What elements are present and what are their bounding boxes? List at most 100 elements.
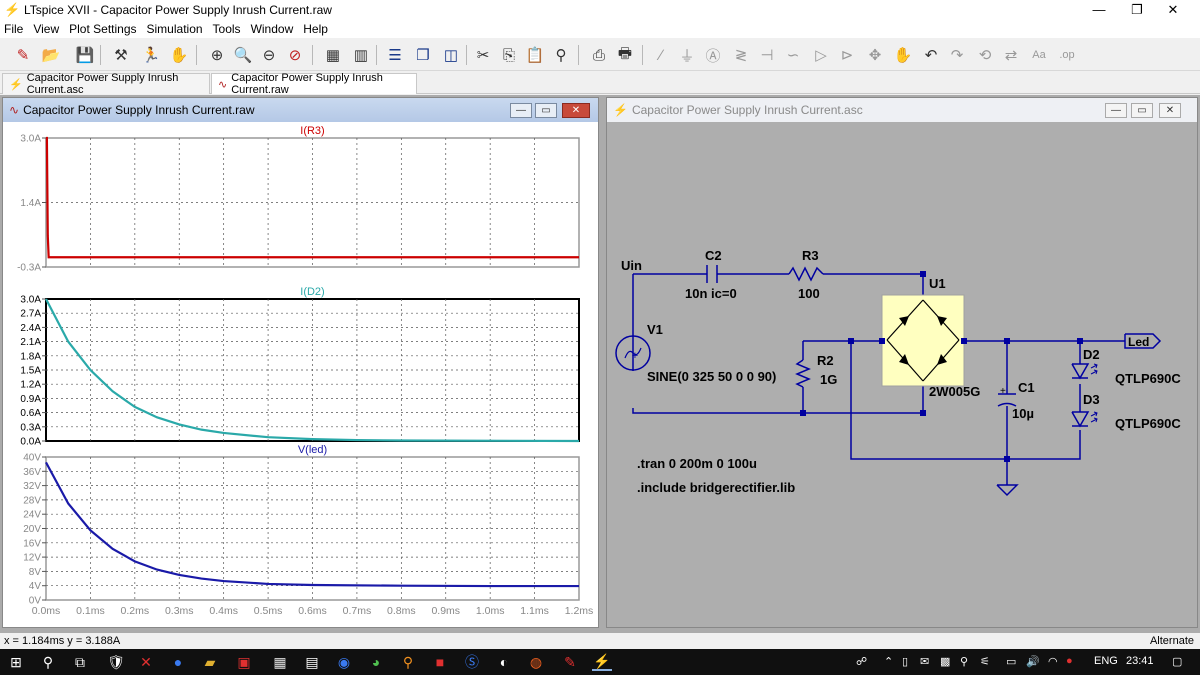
pdf-icon[interactable]: ▣ xyxy=(237,653,251,670)
calendar-icon[interactable]: ▤ xyxy=(305,653,319,670)
calculator-icon[interactable]: ▦ xyxy=(273,653,287,670)
browser-icon[interactable]: ● xyxy=(173,654,183,670)
zoom-area-icon[interactable]: 🔍 xyxy=(233,47,253,64)
menu-window[interactable]: Window xyxy=(250,22,294,36)
capacitor-icon[interactable]: ⊣ xyxy=(760,47,774,64)
mail-icon[interactable]: ◐ xyxy=(499,654,509,670)
schematic-close-button[interactable]: ✕ xyxy=(1159,103,1181,118)
tray-signal-icon[interactable]: ⚟ xyxy=(980,656,990,668)
trace-line[interactable] xyxy=(45,461,579,588)
zoom-cancel-icon[interactable]: ⊘ xyxy=(288,47,302,64)
label-net-icon[interactable]: Ⓐ xyxy=(705,47,721,65)
resistor-icon[interactable]: ≷ xyxy=(734,47,748,64)
network-app-icon[interactable]: ◉ xyxy=(337,653,351,670)
tray-app-icon[interactable]: ▩ xyxy=(940,656,951,668)
trace-line[interactable] xyxy=(45,298,580,443)
plot-close-button[interactable]: ✕ xyxy=(562,103,590,118)
folder-icon[interactable]: ▰ xyxy=(204,653,216,670)
start-icon[interactable]: ⊞ xyxy=(10,653,22,670)
language-indicator[interactable]: ENG xyxy=(1094,655,1118,667)
media-icon[interactable]: ■ xyxy=(435,654,445,670)
ground-icon[interactable]: ⏚ xyxy=(679,47,695,65)
tray-usb-icon[interactable]: ▯ xyxy=(902,656,909,668)
tray-search-icon[interactable]: ⚲ xyxy=(960,656,969,668)
bridge-rectifier-u1[interactable] xyxy=(881,294,965,387)
shield-icon[interactable]: 🛡 xyxy=(107,653,125,670)
search-app-icon[interactable]: ⚲ xyxy=(402,653,414,670)
minimize-button[interactable]: — xyxy=(1092,2,1106,17)
trace-title[interactable]: I(D2) xyxy=(300,286,324,298)
security-icon[interactable]: ● xyxy=(1066,655,1073,667)
tab-waveform[interactable]: ∿ Capacitor Power Supply Inrush Current.… xyxy=(211,72,417,96)
tray-mail-icon[interactable]: ✉ xyxy=(920,656,930,668)
cut-icon[interactable]: ✂ xyxy=(476,47,490,64)
menu-tools[interactable]: Tools xyxy=(212,22,241,36)
print-preview-icon[interactable]: ⎙ xyxy=(592,46,605,64)
drag-icon[interactable]: ✋ xyxy=(893,47,913,64)
waveform-plot[interactable]: 3.0A1.4A-0.3AI(R3) 3.0A2.7A2.4A2.1A1.8A1… xyxy=(3,122,598,627)
schematic-canvas[interactable]: Uin C2 10n ic=0 R3 100 U1 2W005G V1 SINE… xyxy=(607,122,1197,627)
run-icon[interactable]: 🏃 xyxy=(141,47,161,64)
pane-i-r3[interactable]: 3.0A1.4A-0.3AI(R3) xyxy=(17,125,580,274)
new-schematic-icon[interactable]: ✎ xyxy=(16,47,30,64)
trace-title[interactable]: V(led) xyxy=(298,444,327,456)
undo-icon[interactable]: ↶ xyxy=(924,47,938,64)
restore-button[interactable]: ❐ xyxy=(1131,2,1143,17)
skype-icon[interactable]: Ⓢ xyxy=(465,654,479,670)
component-icon[interactable]: ⊳ xyxy=(840,47,854,64)
plot-minimize-button[interactable]: — xyxy=(510,103,532,118)
tray-chevron-icon[interactable]: ⌃ xyxy=(884,656,894,668)
schematic-window-titlebar[interactable]: ⚡ Capacitor Power Supply Inrush Current.… xyxy=(607,98,1197,122)
search-icon[interactable]: ⚲ xyxy=(42,653,54,670)
plot-maximize-button[interactable]: ▭ xyxy=(535,103,557,118)
mirror-icon[interactable]: ⇄ xyxy=(1004,47,1018,64)
print-icon[interactable]: 🖶 xyxy=(617,44,633,62)
zoom-in-icon[interactable]: ⊕ xyxy=(210,47,224,64)
wifi-icon[interactable]: ◠ xyxy=(1048,656,1058,668)
text-icon[interactable]: Aa xyxy=(1032,49,1046,61)
inductor-icon[interactable]: ∽ xyxy=(786,47,800,64)
autorange-icon[interactable]: ▦ xyxy=(325,47,341,64)
battery-icon[interactable]: ▭ xyxy=(1006,656,1017,668)
schematic-window[interactable]: ⚡ Capacitor Power Supply Inrush Current.… xyxy=(606,97,1198,628)
clock[interactable]: 23:41 xyxy=(1126,655,1154,667)
schematic-maximize-button[interactable]: ▭ xyxy=(1131,103,1153,118)
halt-icon[interactable]: ✋ xyxy=(169,47,189,64)
paste-icon[interactable]: 📋 xyxy=(525,47,545,64)
tab-schematic[interactable]: ⚡ Capacitor Power Supply Inrush Current.… xyxy=(2,72,210,96)
schematic-minimize-button[interactable]: — xyxy=(1105,103,1127,118)
tile-vertical-icon[interactable]: ◫ xyxy=(443,47,459,64)
notifications-icon[interactable]: ▢ xyxy=(1172,656,1183,668)
diode-icon[interactable]: ▷ xyxy=(815,47,827,64)
close-button[interactable]: ✕ xyxy=(1167,2,1179,17)
ltspice-taskbar-icon[interactable]: ⚡ xyxy=(592,653,612,671)
open-icon[interactable]: 📂 xyxy=(41,47,61,64)
directive-include[interactable]: .include bridgerectifier.lib xyxy=(637,480,795,495)
trace-title[interactable]: I(R3) xyxy=(300,125,324,137)
rotate-icon[interactable]: ⟲ xyxy=(978,47,992,64)
menu-plot-settings[interactable]: Plot Settings xyxy=(69,22,137,36)
chrome-icon[interactable]: ◕ xyxy=(371,654,381,670)
firefox-icon[interactable]: ◍ xyxy=(529,653,543,670)
copy-icon[interactable]: ⎘ xyxy=(502,46,515,64)
control-panel-icon[interactable]: ⚒ xyxy=(114,47,128,64)
menu-simulation[interactable]: Simulation xyxy=(146,22,203,36)
draw-wire-icon[interactable]: ∕ xyxy=(659,46,663,64)
save-icon[interactable]: 💾 xyxy=(75,47,95,64)
pane-i-d2[interactable]: 3.0A2.7A2.4A2.1A1.8A1.5A1.2A0.9A0.6A0.3A… xyxy=(20,286,580,448)
menu-view[interactable]: View xyxy=(33,22,60,36)
tray-people-icon[interactable]: ☍ xyxy=(856,656,868,668)
directive-tran[interactable]: .tran 0 200m 0 100u xyxy=(637,456,757,471)
plot-window[interactable]: ∿ Capacitor Power Supply Inrush Current.… xyxy=(2,97,599,628)
volume-icon[interactable]: 🔊 xyxy=(1026,656,1040,668)
find-icon[interactable]: ⚲ xyxy=(555,47,567,64)
cascade-icon[interactable]: ❐ xyxy=(416,47,430,64)
zoom-out-icon[interactable]: ⊖ xyxy=(262,47,276,64)
close-app-icon[interactable]: ✕ xyxy=(140,653,152,670)
grid-icon[interactable]: ▥ xyxy=(353,47,369,64)
menu-file[interactable]: File xyxy=(4,22,24,36)
tile-horizontal-icon[interactable]: ☰ xyxy=(388,47,402,64)
move-icon[interactable]: ✥ xyxy=(868,47,882,64)
redo-icon[interactable]: ↷ xyxy=(950,47,964,64)
